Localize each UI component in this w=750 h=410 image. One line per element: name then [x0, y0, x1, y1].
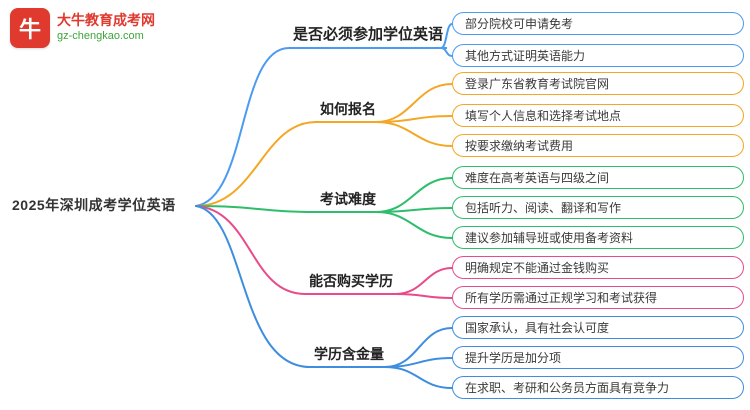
leaf-node-2-3: 按要求缴纳考试费用 — [452, 134, 744, 157]
mindmap-root-node: 2025年深圳成考学位英语 — [12, 197, 176, 213]
connector-root-branch-3 — [195, 205, 317, 213]
leaf-node-3-2: 包括听力、阅读、翻译和写作 — [452, 196, 744, 219]
leaf-node-2-1: 登录广东省教育考试院官网 — [452, 72, 744, 95]
connector-root-branch-1 — [195, 47, 290, 207]
logo-domain: gz-chengkao.com — [57, 29, 144, 42]
connector-branch-2-leaf-2 — [375, 115, 453, 123]
leaf-node-5-2: 提升学历是加分项 — [452, 346, 744, 369]
leaf-node-1-2: 其他方式证明英语能力 — [452, 44, 744, 67]
branch-label-2: 如何报名 — [316, 98, 380, 123]
branch-label-1: 是否必须参加学位英语 — [289, 24, 448, 49]
connector-branch-2-leaf-1 — [375, 83, 453, 123]
leaf-node-2-2: 填写个人信息和选择考试地点 — [452, 104, 744, 127]
connector-root-branch-2 — [195, 121, 317, 207]
connector-branch-3-leaf-1 — [375, 177, 453, 213]
branch-label-5: 学历含金量 — [310, 343, 388, 368]
leaf-node-4-2: 所有学历需通过正规学习和考试获得 — [452, 286, 744, 309]
connector-branch-2-leaf-3 — [375, 121, 453, 147]
connector-branch-5-leaf-2 — [384, 357, 453, 368]
leaf-node-3-3: 建议参加辅导班或使用备考资料 — [452, 226, 744, 249]
leaf-node-4-1: 明确规定不能通过金钱购买 — [452, 256, 744, 279]
connector-branch-4-leaf-2 — [394, 293, 453, 299]
site-logo: 牛 大牛教育成考网 gz-chengkao.com — [10, 8, 155, 48]
leaf-node-3-1: 难度在高考英语与四级之间 — [452, 166, 744, 189]
logo-title: 大牛教育成考网 — [57, 12, 155, 29]
branch-label-3: 考试难度 — [316, 188, 380, 213]
connector-branch-5-leaf-1 — [384, 327, 453, 368]
connector-root-branch-5 — [195, 205, 311, 368]
leaf-node-5-1: 国家承认，具有社会认可度 — [452, 316, 744, 339]
leaf-node-5-3: 在求职、考研和公务员方面具有竞争力 — [452, 376, 744, 399]
connector-branch-5-leaf-3 — [384, 366, 453, 389]
branch-label-4: 能否购买学历 — [305, 270, 397, 295]
bull-logo-icon: 牛 — [10, 8, 50, 48]
connector-root-branch-4 — [195, 205, 306, 295]
leaf-node-1-1: 部分院校可申请免考 — [452, 12, 744, 35]
connector-branch-3-leaf-3 — [375, 211, 453, 239]
connector-branch-1-leaf-2 — [440, 47, 453, 57]
connector-branch-4-leaf-1 — [394, 267, 453, 295]
